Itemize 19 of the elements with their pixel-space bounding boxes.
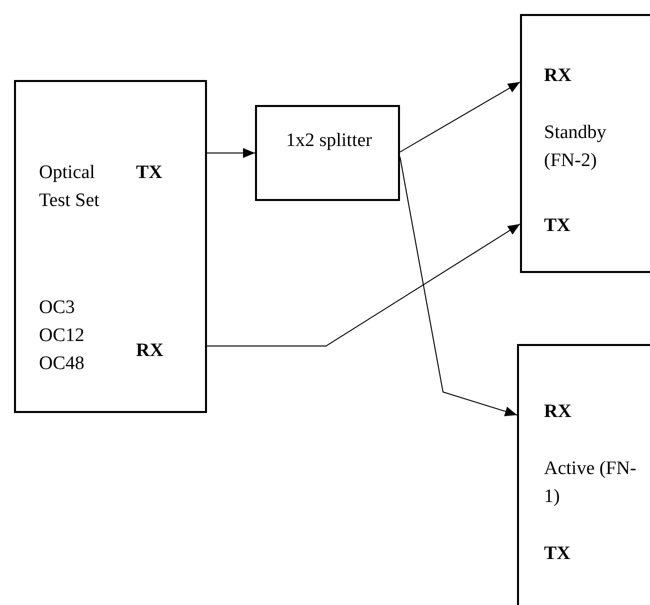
equipment-box bbox=[520, 14, 650, 273]
port-label: RX bbox=[544, 400, 572, 424]
arrow bbox=[400, 156, 518, 416]
device-label: Active (FN-1) bbox=[544, 457, 638, 509]
equipment-box bbox=[14, 80, 207, 413]
port-label: TX bbox=[544, 542, 572, 566]
device-label: 1x2 splitter bbox=[284, 129, 374, 153]
device-label: Standby (FN-2) bbox=[544, 121, 608, 173]
port-label: RX bbox=[544, 64, 572, 88]
arrow bbox=[206, 224, 520, 346]
port-label: TX bbox=[136, 161, 164, 185]
port-label: RX bbox=[136, 339, 164, 363]
port-label: TX bbox=[544, 214, 572, 238]
arrow bbox=[206, 148, 256, 158]
arrow bbox=[400, 82, 520, 152]
device-label: Optical Test Set bbox=[39, 161, 100, 213]
equipment-box bbox=[517, 344, 650, 605]
splitter-box bbox=[255, 105, 400, 201]
device-label: OC3 OC12 OC48 bbox=[39, 296, 86, 376]
